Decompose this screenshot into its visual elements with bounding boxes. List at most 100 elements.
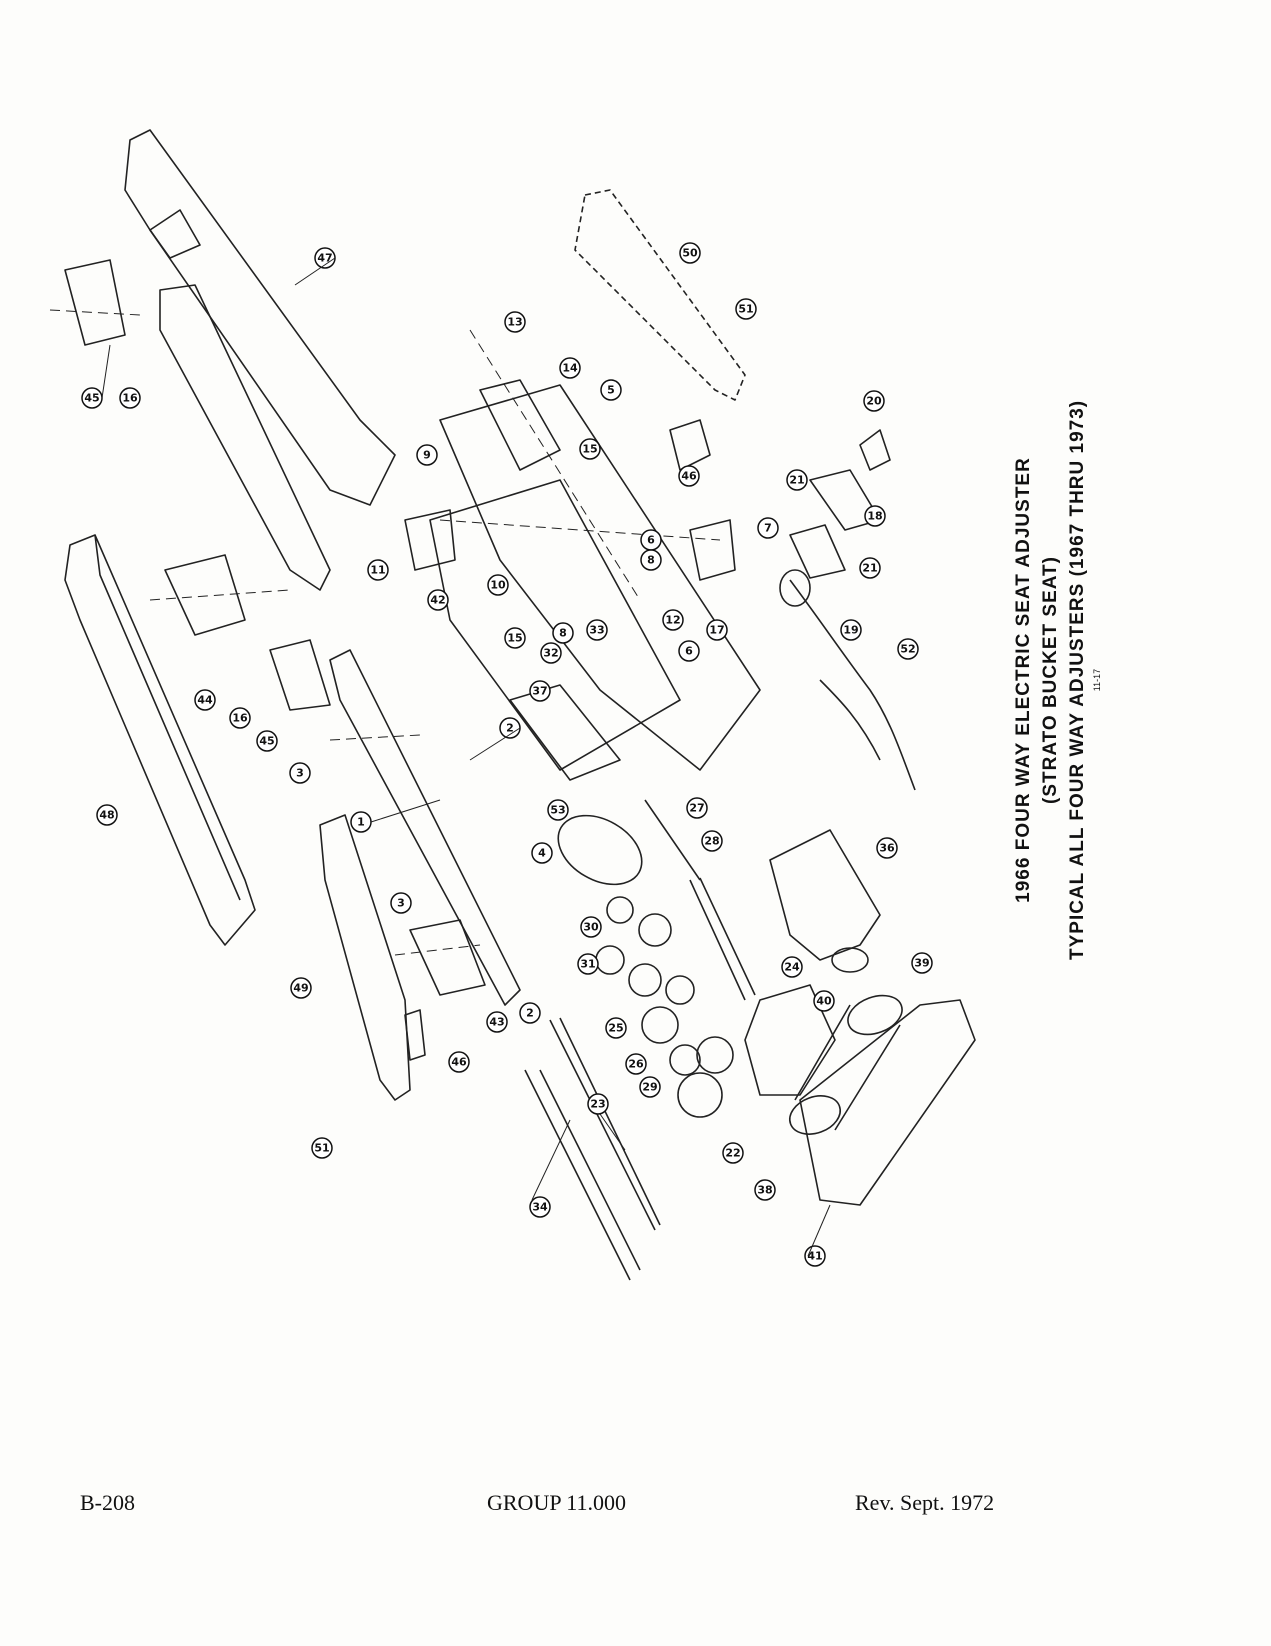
part-35-cable: [549, 1019, 656, 1231]
svg-text:53: 53: [550, 804, 565, 817]
part-45-bracket-lower: [269, 639, 331, 711]
svg-text:52: 52: [900, 643, 915, 656]
svg-text:32: 32: [543, 647, 558, 660]
part-43-bracket: [409, 919, 486, 996]
svg-text:46: 46: [451, 1056, 467, 1069]
part-36-motor: [769, 829, 881, 961]
svg-text:11: 11: [370, 564, 385, 577]
svg-text:48: 48: [99, 809, 114, 822]
part-24-shaft: [689, 879, 746, 1001]
svg-text:34: 34: [532, 1201, 548, 1214]
svg-text:5: 5: [607, 384, 615, 397]
figure-reference: 11-17: [1092, 668, 1102, 692]
svg-text:2: 2: [526, 1007, 534, 1020]
part-30-gear: [606, 896, 634, 924]
figure-title-line3: TYPICAL ALL FOUR WAY ADJUSTERS (1967 THR…: [1067, 399, 1088, 960]
svg-text:9: 9: [423, 449, 431, 462]
part-40-belt: [794, 1004, 901, 1131]
group-number: GROUP 11.000: [487, 1490, 626, 1515]
part-7-gearbox: [689, 519, 736, 581]
figure-title-line2: (STRATO BUCKET SEAT): [1040, 556, 1061, 804]
svg-text:45: 45: [84, 392, 99, 405]
svg-text:2: 2: [506, 722, 514, 735]
svg-text:22: 22: [725, 1147, 740, 1160]
part-20-knob: [859, 429, 891, 471]
svg-text:41: 41: [807, 1250, 822, 1263]
svg-text:29: 29: [642, 1081, 657, 1094]
seat-track-frame: [159, 284, 331, 591]
svg-text:43: 43: [489, 1016, 504, 1029]
svg-text:45: 45: [259, 735, 274, 748]
svg-text:19: 19: [843, 624, 858, 637]
part-49-rail: [319, 814, 411, 1101]
svg-text:8: 8: [647, 554, 655, 567]
part-31-gear: [595, 945, 625, 975]
part-39-pulley: [847, 994, 903, 1036]
svg-text:27: 27: [689, 802, 704, 815]
svg-text:51: 51: [314, 1142, 329, 1155]
part-25-gear: [641, 1006, 679, 1044]
svg-text:6: 6: [647, 534, 655, 547]
part-23-gear: [677, 1072, 723, 1118]
svg-text:21: 21: [862, 562, 877, 575]
svg-text:51: 51: [738, 303, 753, 316]
part-11-solenoid: [404, 509, 456, 571]
part-26-gear: [669, 1044, 701, 1076]
svg-text:30: 30: [583, 921, 599, 934]
part-29-gear: [628, 963, 662, 997]
svg-text:12: 12: [665, 614, 680, 627]
svg-text:50: 50: [682, 247, 698, 260]
part-37-channel: [509, 684, 621, 781]
svg-text:16: 16: [122, 392, 138, 405]
svg-text:46: 46: [681, 470, 697, 483]
svg-text:14: 14: [562, 362, 578, 375]
part-44-bracket: [164, 554, 246, 636]
part-34-cable: [524, 1069, 631, 1281]
page-number: B-208: [80, 1490, 135, 1515]
svg-text:25: 25: [608, 1022, 623, 1035]
svg-text:42: 42: [430, 594, 445, 607]
svg-text:23: 23: [590, 1098, 605, 1111]
part-38-pulley: [789, 1095, 841, 1135]
part-50-shield: [574, 189, 746, 401]
svg-text:36: 36: [879, 842, 895, 855]
part-41-cover: [799, 999, 976, 1206]
part-46-bracket-lower: [404, 1009, 426, 1061]
svg-text:44: 44: [197, 694, 213, 707]
svg-text:31: 31: [580, 958, 595, 971]
svg-text:39: 39: [914, 957, 929, 970]
svg-text:18: 18: [867, 510, 882, 523]
svg-text:17: 17: [709, 624, 724, 637]
svg-text:13: 13: [507, 316, 522, 329]
part-19-switch: [789, 524, 846, 579]
part-52-harness: [789, 579, 916, 791]
part-22-transmission: [744, 984, 836, 1096]
svg-text:10: 10: [490, 579, 506, 592]
part-47-shield: [124, 129, 396, 506]
svg-text:4: 4: [538, 847, 546, 860]
svg-text:3: 3: [397, 897, 405, 910]
svg-text:38: 38: [757, 1184, 772, 1197]
part-45-bracket-upper: [64, 259, 126, 346]
svg-text:15: 15: [507, 632, 522, 645]
svg-text:16: 16: [232, 712, 248, 725]
revision-date: Rev. Sept. 1972: [855, 1490, 995, 1515]
svg-text:8: 8: [559, 627, 567, 640]
svg-text:7: 7: [764, 522, 772, 535]
part-27-shaft: [644, 799, 701, 881]
svg-text:49: 49: [293, 982, 308, 995]
part-48-rail: [64, 534, 256, 946]
svg-text:24: 24: [784, 961, 800, 974]
svg-text:40: 40: [816, 995, 832, 1008]
svg-text:33: 33: [589, 624, 604, 637]
svg-text:28: 28: [704, 835, 719, 848]
svg-text:3: 3: [296, 767, 304, 780]
svg-text:26: 26: [628, 1058, 644, 1071]
svg-text:1: 1: [357, 816, 365, 829]
svg-text:37: 37: [532, 685, 547, 698]
part-46-bracket-upper: [669, 419, 711, 471]
svg-text:15: 15: [582, 443, 597, 456]
